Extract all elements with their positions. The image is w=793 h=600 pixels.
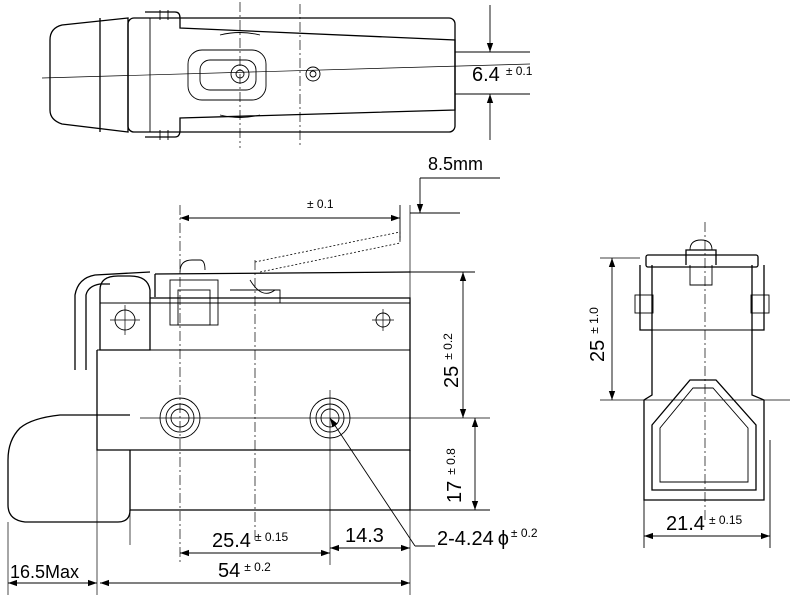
dim-height-top: 25± 0.2 (441, 333, 463, 388)
side-roller (685, 249, 717, 265)
top-view-mount-pin (305, 66, 321, 82)
dim-top-thickness: 6.4± 0.1 (472, 64, 533, 86)
front-left-bracket (99, 275, 151, 351)
dim-plunger-max: 16.5Max (10, 562, 79, 582)
front-base (129, 450, 411, 511)
top-view: 6.4± 0.1 (41, 2, 533, 148)
side-view: 25± 1.0 21.4± 0.15 (587, 222, 790, 548)
dim-body-length: 54± 0.2 (218, 560, 271, 582)
front-plunger (7, 414, 131, 523)
side-plunger-outer (651, 379, 757, 491)
dim-hole-edge: 14.3 (345, 525, 384, 547)
side-top-bar (645, 254, 759, 268)
side-plunger-inner (659, 387, 749, 483)
dim-actuator-offset: 8.5mm (428, 154, 483, 174)
front-lever-bar (154, 271, 411, 297)
top-view-plunger (49, 17, 129, 133)
front-actuator-housing (169, 279, 219, 326)
front-view: ± 0.1 8.5mm 25± 0.2 17± 0.8 25.4± 0.15 1… (7, 154, 538, 595)
dim-side-height: 25± 1.0 (587, 307, 609, 362)
dim-side-width: 21.4± 0.15 (666, 513, 743, 535)
dim-lever-length: ± 0.1 (307, 197, 334, 211)
top-view-lever (145, 11, 456, 138)
dim-height-bottom: 17± 0.8 (444, 448, 466, 503)
side-body (643, 330, 765, 501)
top-view-lever-slot (187, 49, 267, 101)
front-body (96, 297, 411, 451)
front-roller-lever (254, 231, 401, 273)
dim-hole-pitch: 25.4± 0.15 (212, 530, 289, 552)
